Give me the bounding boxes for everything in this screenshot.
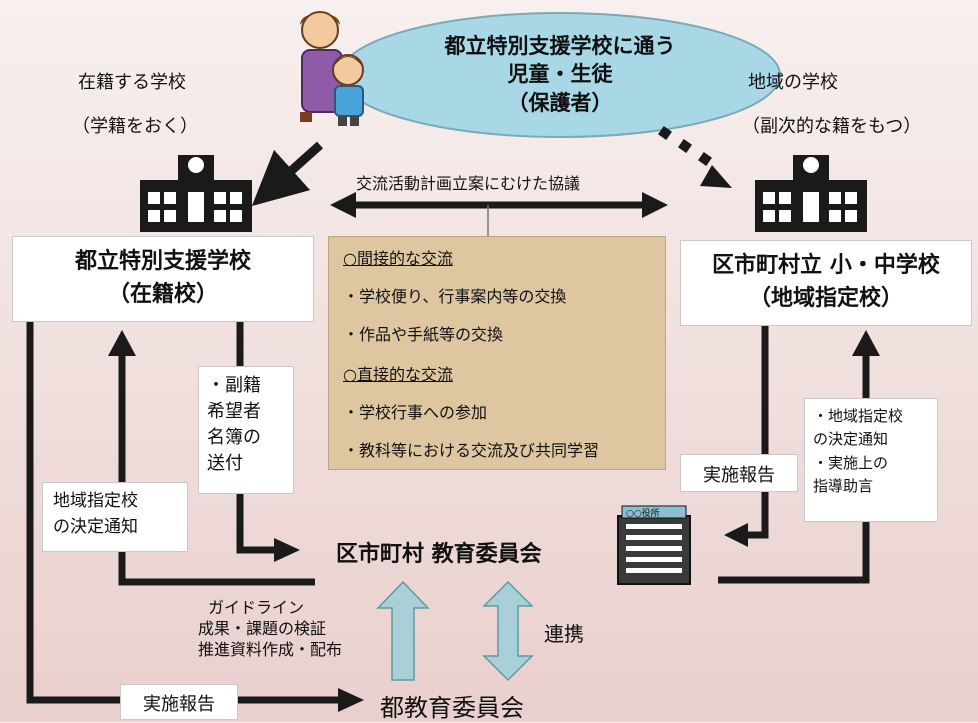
arrow-to-home-school [251,141,324,207]
home-school-box: 都立特別支援学校 （在籍校） [12,236,314,322]
home-school-role: （在籍校） [107,282,218,307]
left-notice-line-2: の決定通知 [53,516,138,537]
home-school-building-icon [140,155,252,232]
metro-board-label: 都教育委員会 [380,694,524,722]
guideline-up-arrow [376,580,430,681]
indirect-exchange-item-1: ・学校便り、行事案内等の交換 [343,287,567,306]
sub-register-line-4: 送付 [207,453,243,475]
right-notice-line-2: の決定通知 [813,430,889,449]
guideline-text: ガイドライン 成果・課題の検証 推進資料作成・配布 [198,598,342,660]
arrow-to-office [724,523,748,547]
left-decision-notice-box: 地域指定校 の決定通知 [42,482,188,552]
consultation-label: 交流活動計画立案にむけた協議 [356,174,581,193]
direct-exchange-item-2: ・教科等における交流及び共同学習 [343,441,600,460]
local-school-sublabel: （副次的な籍をもつ） [742,116,922,137]
home-school-sublabel: （学籍をおく） [72,116,198,137]
arrow-to-metro-board [338,688,364,712]
office-sign: ○○役所 [626,509,660,519]
direct-exchange-item-1: ・学校行事への参加 [343,403,488,422]
consultation-double-arrow [330,192,668,236]
right-notice-line-3: ・実施上の [813,453,889,472]
local-school-box: 区市町村立 小・中学校 （地域指定校） [680,240,972,326]
implementation-report-box-right: 実施報告 [680,454,798,492]
sub-register-line-3: 名簿の [207,427,261,449]
municipal-board-label: 区市町村 教育委員会 [336,542,542,567]
local-school-name: 区市町村立 小・中学校 [712,253,940,278]
implementation-report-box-bottom: 実施報告 [120,684,238,720]
guideline-line-3: 推進資料作成・配布 [198,639,343,659]
sub-register-line-2: 希望者 [207,401,261,423]
right-notice-line-1: ・地域指定校 [813,407,904,425]
arrow-up-to-local-school [852,330,880,356]
local-school-label: 地域の学校 [748,72,838,93]
arrow-to-municipal-board [274,538,300,562]
exchange-activities-box: ○間接的な交流 ・学校便り、行事案内等の交換 ・作品や手紙等の交換 ○直接的な交… [328,236,666,470]
local-school-building-icon [755,155,867,232]
indirect-exchange-title: ○間接的な交流 [343,249,453,268]
arrow-up-to-home-school [108,330,136,356]
direct-exchange-title: ○直接的な交流 [343,365,453,384]
right-notice-line-4: 指導助言 [813,476,874,495]
cooperation-double-arrow [482,580,534,682]
home-school-name: 都立特別支援学校 [74,249,251,274]
guideline-line-2: 成果・課題の検証 [198,618,327,638]
local-school-role: （地域指定校） [748,286,903,311]
guideline-line-1: ガイドライン [208,598,305,617]
left-notice-line-1: 地域指定校 [53,491,138,511]
ellipse-line-3: （保護者） [507,90,613,115]
parent-child-illustration [300,11,364,126]
ellipse-line-2: 児童・生徒 [507,62,613,87]
indirect-exchange-item-2: ・作品や手紙等の交換 [343,325,504,344]
dotted-arrow-to-local-school [658,126,732,188]
sub-register-line-1: ・副籍 [207,375,261,396]
ellipse-line-1: 都立特別支援学校に通う [444,34,676,58]
office-building-icon [617,505,691,585]
cooperation-label: 連携 [544,622,584,646]
sub-register-list-box: ・副籍 希望者 名簿の 送付 [198,366,294,494]
students-ellipse-text: 都立特別支援学校に通う 児童・生徒 （保護者） [380,32,740,117]
home-school-label: 在籍する学校 [78,72,186,93]
right-decision-notice-box: ・地域指定校 の決定通知 ・実施上の 指導助言 [804,398,938,522]
